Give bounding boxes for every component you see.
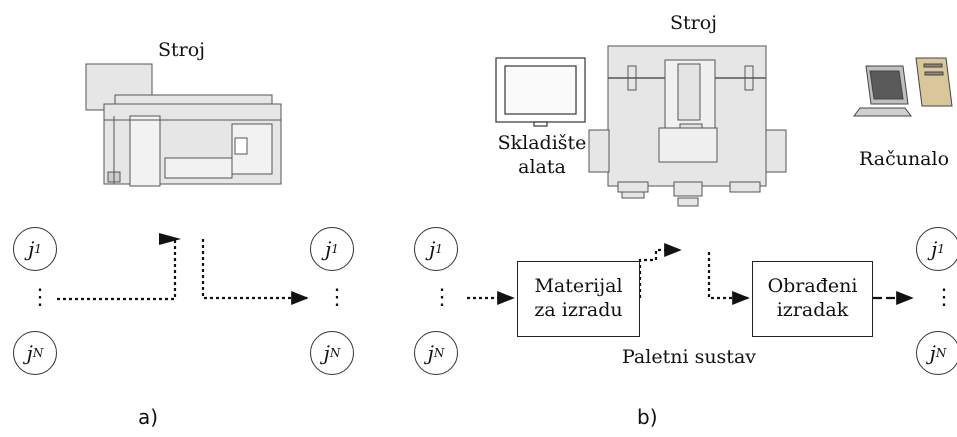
panel-b-caption: b) [637, 405, 658, 429]
tool-storage-label: Skladište alata [486, 132, 598, 180]
computer-icon [853, 57, 953, 117]
panel-b-machine-label: Stroj [670, 12, 718, 34]
tool-storage-label-line2: alata [518, 155, 566, 178]
panel-a-flow-lines [57, 237, 309, 306]
panel-b-left-ellipsis: ⋮ [431, 285, 453, 310]
panel-b-job-first-text: j [429, 237, 436, 261]
panel-a-machine-label: Stroj [158, 39, 206, 61]
pallet-system-label: Paletni sustav [622, 346, 757, 368]
panel-a-job-last-right-text: j [323, 341, 330, 365]
finished-part-label: Obrađeni izradak [768, 275, 858, 323]
raw-material-line2: za izradu [534, 299, 623, 321]
raw-material-box: Materijal za izradu [517, 261, 640, 337]
finished-part-line2: izradak [776, 299, 849, 321]
panel-b-job-last-text: j [427, 341, 434, 365]
panel-a-job-first-right-text: j [325, 237, 332, 261]
panel-a-arrowhead-into-machine [159, 233, 181, 245]
panel-b-flow-lines [467, 242, 750, 306]
panel-a-job-first-text: j [28, 237, 35, 261]
panel-a-job-last-sub: N [32, 346, 44, 360]
panel-a-job-first-sub: 1 [34, 242, 42, 256]
panel-a-job-first-right-sub: 1 [331, 242, 339, 256]
panel-b-right-ellipsis: ⋮ [933, 285, 955, 310]
computer-label: Računalo [859, 148, 950, 170]
finished-part-box: Obrađeni izradak [752, 261, 873, 337]
tool-storage-monitor-icon [495, 57, 586, 127]
panel-b-job-first-right-sub: 1 [937, 242, 945, 256]
panel-a-job-last-text: j [26, 341, 33, 365]
panel-b-job-first-sub: 1 [435, 242, 443, 256]
panel-a-job-last-right-sub: N [329, 346, 341, 360]
raw-material-label: Materijal za izradu [534, 275, 622, 323]
finished-part-line1: Obrađeni [767, 275, 858, 298]
panel-a-right-ellipsis: ⋮ [326, 285, 348, 310]
tool-storage-label-line1: Skladište [497, 132, 587, 154]
panel-a-left-ellipsis: ⋮ [29, 285, 51, 310]
panel-b-job-first-right-text: j [931, 237, 938, 261]
panel-a-caption: a) [138, 405, 159, 429]
cnc-machine-side-icon [85, 63, 282, 187]
cnc-machine-front-icon [588, 45, 787, 207]
panel-b-job-last-right-text: j [929, 341, 936, 365]
raw-material-line1: Materijal [534, 275, 623, 298]
panel-b-job-last-right-sub: N [935, 346, 947, 360]
panel-b-job-last-sub: N [433, 346, 445, 360]
